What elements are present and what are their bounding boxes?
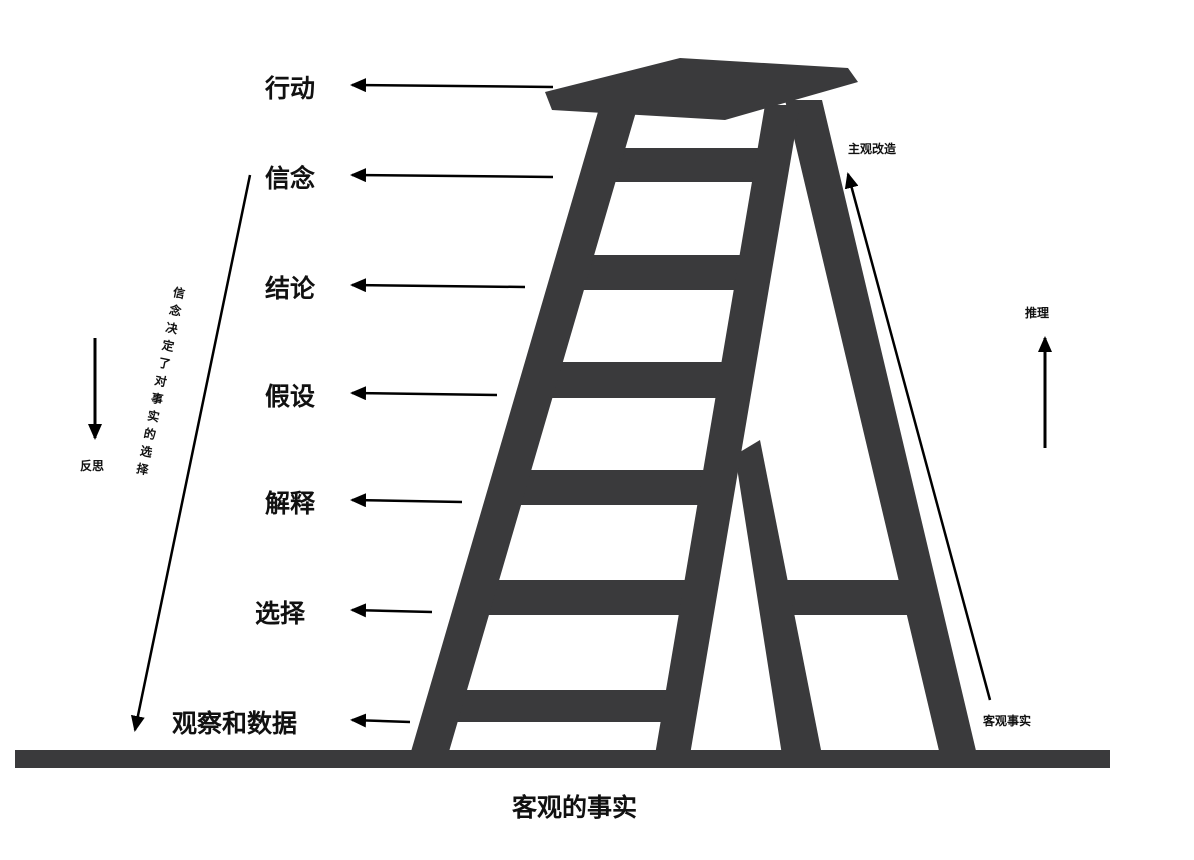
level-label: 选择 xyxy=(255,599,306,628)
ladder-rung xyxy=(503,470,714,505)
subjective-label: 主观改造 xyxy=(848,142,897,156)
ladder-rung xyxy=(534,362,732,398)
level-arrow xyxy=(350,493,463,508)
objective-label: 客观事实 xyxy=(983,714,1032,728)
level-arrows xyxy=(350,78,554,728)
level-label: 观察和数据 xyxy=(172,709,298,738)
belief-selection-arrow xyxy=(130,174,252,732)
level-label: 结论 xyxy=(265,274,316,303)
top-platform xyxy=(545,58,858,120)
ladder-rung xyxy=(439,690,676,722)
level-label: 假设 xyxy=(265,382,316,411)
level-arrow xyxy=(350,278,526,293)
level-label: 行动 xyxy=(265,74,316,103)
level-arrow xyxy=(350,386,498,401)
left-rail xyxy=(410,105,638,755)
ladder xyxy=(410,58,977,755)
back-leg xyxy=(785,100,977,755)
level-arrow xyxy=(350,78,554,93)
reasoning-label: 推理 xyxy=(1025,306,1050,320)
ladder-rung xyxy=(470,580,695,615)
level-arrow xyxy=(350,168,554,183)
level-label: 信念 xyxy=(265,164,316,193)
right-rail xyxy=(655,105,800,755)
level-arrow xyxy=(350,603,433,618)
level-label: 解释 xyxy=(265,489,316,518)
reflect-label: 反思 xyxy=(80,459,105,473)
ground-bar xyxy=(15,750,1110,768)
ladder-rung xyxy=(597,148,768,182)
subjective-arrow xyxy=(844,172,992,701)
ground-label: 客观的事实 xyxy=(512,793,638,822)
ladder-rung xyxy=(565,255,750,290)
back-rung xyxy=(760,580,912,615)
level-arrow xyxy=(350,713,411,728)
inner-back-leg xyxy=(735,440,822,755)
